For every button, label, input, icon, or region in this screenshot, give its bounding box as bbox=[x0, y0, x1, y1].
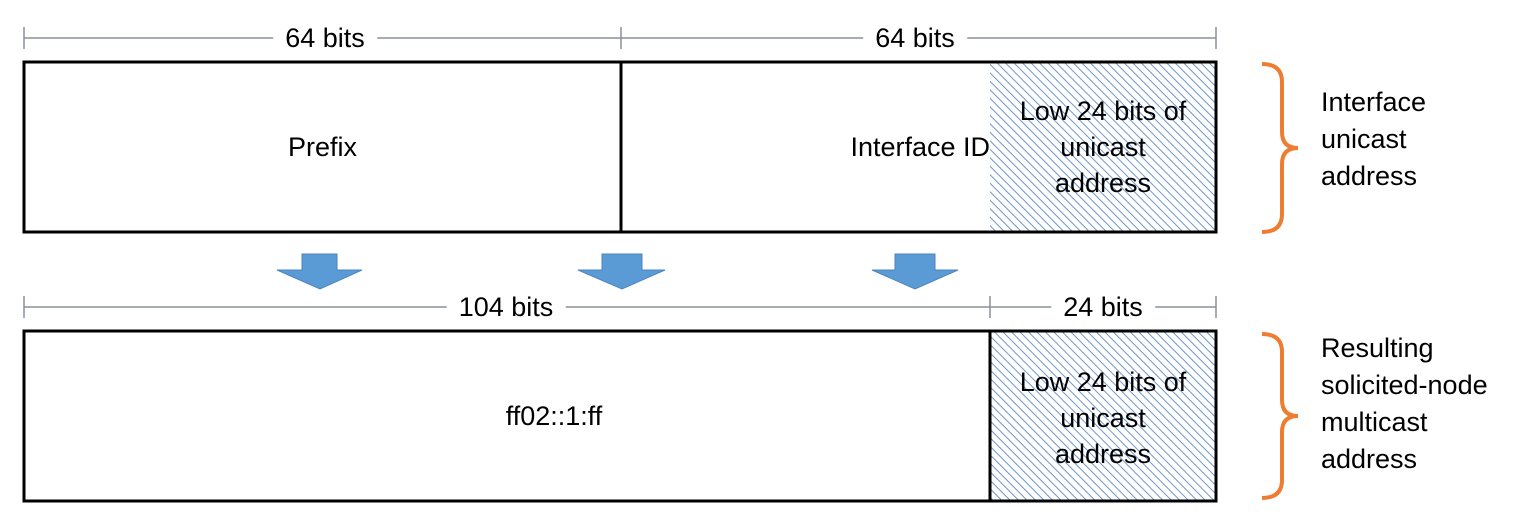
prefix-width-label: 64 bits bbox=[273, 22, 377, 54]
top-low-bits-hatch bbox=[990, 62, 1216, 232]
down-arrow-icon bbox=[577, 253, 666, 290]
top-low-bits-label: Low 24 bits of unicast address bbox=[1019, 96, 1187, 198]
bottom-dimension-line bbox=[23, 296, 1217, 318]
interface-id-label: Interface ID bbox=[850, 132, 990, 162]
multicast-address-box bbox=[22, 329, 1218, 503]
bottom-low-bits-label: Low 24 bits of unicast address bbox=[1019, 367, 1187, 469]
bottom-brace-icon bbox=[1261, 332, 1299, 500]
solicited-node-multicast-caption: Resulting solicited-node multicast addre… bbox=[1321, 333, 1488, 474]
top-brace-icon bbox=[1261, 62, 1299, 234]
prefix-label: Prefix bbox=[287, 132, 358, 162]
interface-unicast-address-caption: Interface unicast address bbox=[1321, 87, 1427, 191]
fixed-width-label: 104 bits bbox=[446, 291, 566, 323]
down-arrow-icon bbox=[871, 253, 959, 290]
low-width-label: 24 bits bbox=[1051, 291, 1155, 323]
top-dimension-line bbox=[23, 27, 1217, 49]
multicast-prefix-label: ff02::1:ff bbox=[505, 401, 603, 431]
iid-width-label: 64 bits bbox=[863, 22, 967, 54]
down-arrow-icon bbox=[276, 253, 363, 290]
down-arrows bbox=[276, 253, 959, 290]
bottom-low-bits-hatch bbox=[990, 331, 1216, 501]
